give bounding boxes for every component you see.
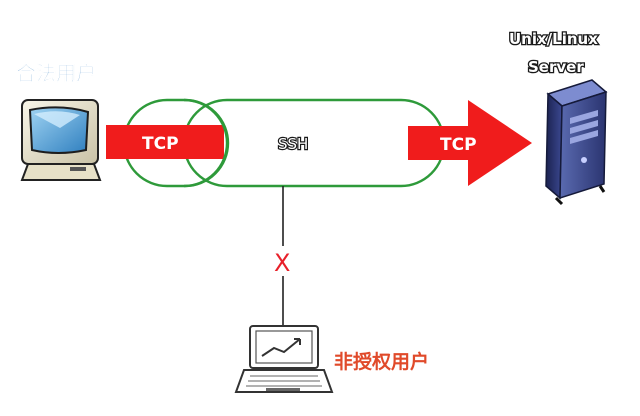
unauthorized-user-label: 非授权用户 (334, 350, 429, 373)
legit-user-label: 合法用户 (16, 61, 96, 85)
tcp-left-label: TCP (142, 134, 179, 154)
server-label-line1: Unix/Linux (509, 30, 598, 48)
tunnel-left-ring-edge (183, 98, 229, 188)
server-tower-icon (545, 79, 608, 206)
desktop-monitor-icon (20, 99, 102, 181)
tcp-right-arrow: TCP (408, 100, 532, 186)
blocked-mark: X (274, 249, 290, 277)
laptop-icon (234, 325, 334, 393)
tcp-left-band: TCP (106, 125, 224, 159)
tcp-right-label: TCP (440, 135, 477, 155)
ssh-label: SSH (278, 135, 308, 153)
server-label-line2: Server (528, 58, 584, 76)
